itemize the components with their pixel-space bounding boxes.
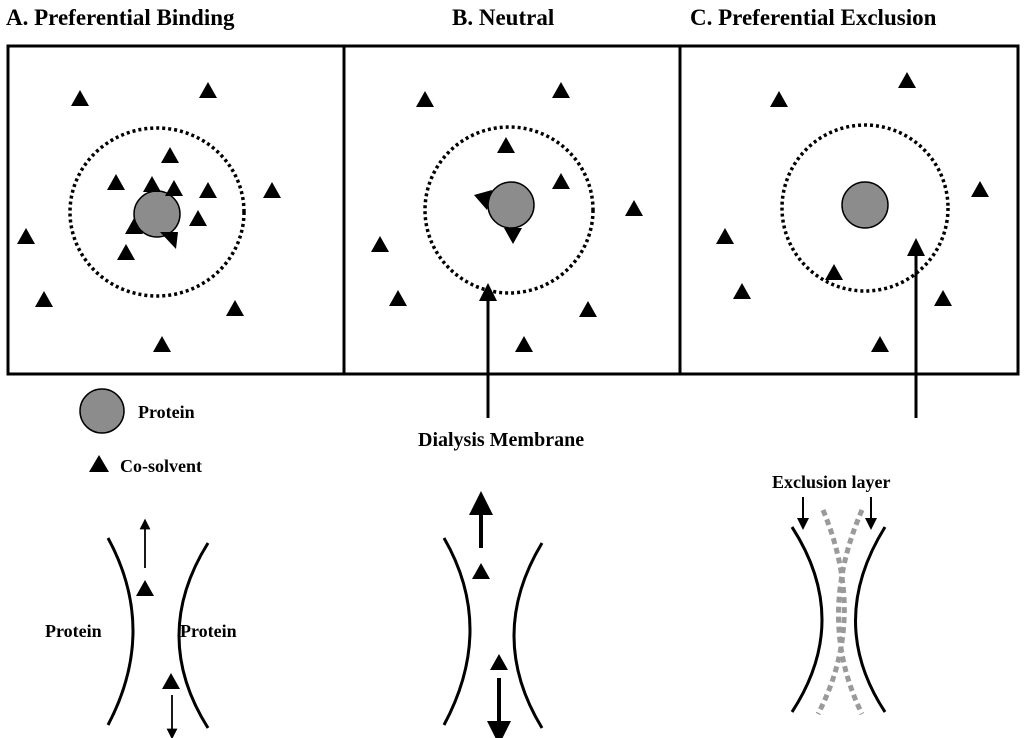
exclusion-layer-label: Exclusion layer (772, 472, 891, 492)
legend: Protein Co-solvent (79, 388, 202, 476)
cosolvent-triangle (871, 336, 889, 352)
cosolvent-triangle (107, 174, 125, 190)
cosolvent-triangle (472, 563, 490, 579)
cosolvent-triangle (153, 336, 171, 352)
cosolvent-triangle (161, 147, 179, 163)
cosolvent-triangle (515, 336, 533, 352)
cosolvent-triangle (625, 200, 643, 216)
protein-surface-right (854, 526, 887, 713)
cosolvent-triangle (716, 228, 734, 244)
protein-surface-left (106, 537, 135, 726)
cosolvent-triangle (733, 283, 751, 299)
cosolvent-triangle (143, 176, 161, 192)
cosolvent-triangle (416, 91, 434, 107)
protein-label-right: Protein (180, 621, 237, 641)
cosolvent-triangle (371, 236, 389, 252)
cosolvent-triangle (162, 673, 180, 689)
protein-a (133, 190, 181, 238)
legend-cosolvent-label: Co-solvent (120, 456, 202, 476)
cosolvent-triangle (17, 228, 35, 244)
cosolvent-triangle (474, 190, 492, 210)
cosolvent-triangle (263, 182, 281, 198)
cosolvent-triangle (165, 180, 183, 196)
legend-cosolvent-swatch (89, 455, 109, 472)
cosolvent-triangle (552, 82, 570, 98)
protein-surface-left (790, 526, 824, 713)
cosolvent-triangle (971, 181, 989, 197)
protein-label-left: Protein (45, 621, 102, 641)
dialysis-membranes (68, 123, 950, 298)
cosolvent-triangle (825, 264, 843, 280)
cosolvent-triangle (136, 580, 154, 596)
cosolvent-triangle (125, 218, 143, 234)
protein-surface-left (442, 537, 472, 726)
cosolvent-triangle (770, 91, 788, 107)
panel-frames (6, 44, 1020, 376)
cosolvent-triangle (117, 244, 135, 260)
cosolvent-triangles (17, 72, 989, 352)
panel-c-frame (678, 44, 1020, 376)
panel-a-title: A. Preferential Binding (6, 5, 235, 30)
dialysis-membrane-label: Dialysis Membrane (418, 429, 584, 451)
protein-c (841, 181, 889, 229)
cosolvent-triangle (160, 232, 178, 249)
cosolvent-triangle (71, 90, 89, 106)
protein-surface-right (177, 542, 210, 729)
bottom-exclusion-diagram (790, 497, 887, 716)
protein-b (487, 181, 535, 229)
cosolvent-triangle (579, 301, 597, 317)
cosolvent-triangle (226, 300, 244, 316)
legend-protein-label: Protein (138, 402, 195, 422)
cosolvent-triangle (35, 291, 53, 307)
bottom-binding-diagram (106, 518, 210, 738)
exclusion-layer-right (836, 509, 865, 716)
membrane-b (423, 125, 595, 295)
cosolvent-triangle (199, 82, 217, 98)
cosolvent-triangle (490, 654, 508, 670)
panel-c-title: C. Preferential Exclusion (690, 5, 937, 30)
membrane-a (68, 126, 246, 298)
cosolvent-triangle (497, 137, 515, 153)
exclusion-layer-left (815, 509, 847, 716)
cosolvent-triangle (504, 228, 522, 244)
cosolvent-triangle (898, 72, 916, 88)
membrane-c (780, 123, 950, 293)
protein-surface-right (512, 542, 544, 729)
cosolvent-triangle (934, 290, 952, 306)
legend-protein-swatch (79, 388, 125, 434)
cosolvent-triangle (552, 173, 570, 189)
cosolvent-triangle (389, 290, 407, 306)
panel-b-title: B. Neutral (452, 5, 554, 30)
cosolvent-triangle (189, 210, 207, 226)
bottom-neutral-diagram (442, 491, 544, 738)
cosolvent-triangle (199, 182, 217, 198)
